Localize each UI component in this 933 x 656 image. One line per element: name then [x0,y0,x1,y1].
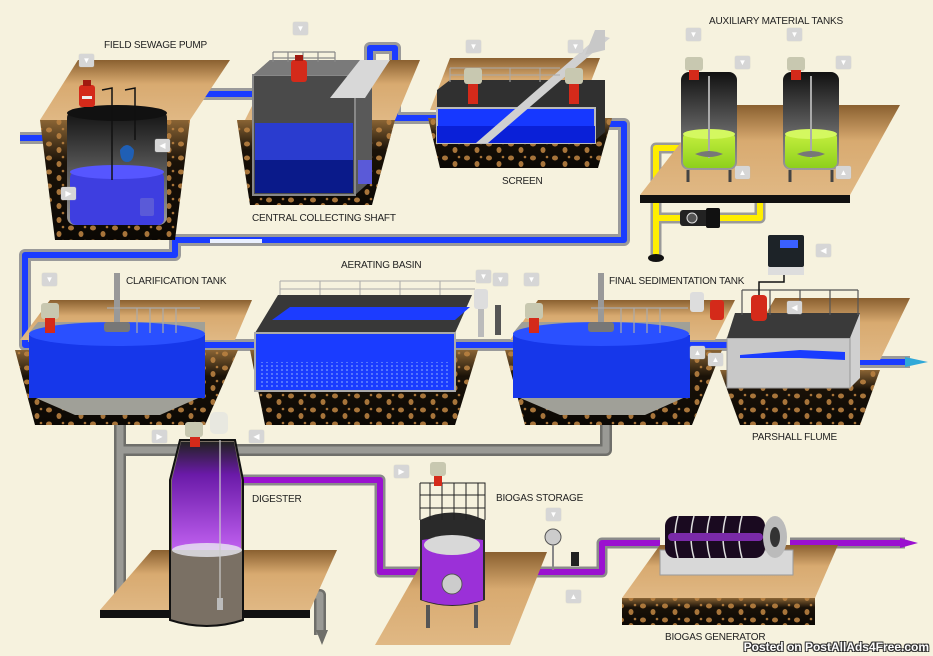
pressure-gauge-down-button[interactable]: ▼ [546,508,561,521]
label-digester: DIGESTER [252,494,302,505]
field-sewage-pump [40,60,230,240]
screen-unit [428,30,612,168]
auxiliary-tank-1 [681,57,737,182]
aux-tank-1-side-down-button[interactable]: ▼ [735,56,750,69]
sedimentation-outlet-up-button-2[interactable]: ▲ [708,353,723,366]
digester-sensor-left-button[interactable]: ◀ [249,430,264,443]
biogas-storage [375,462,579,645]
label-auxiliary-material-tanks: AUXILIARY MATERIAL TANKS [709,16,843,27]
label-central-collecting-shaft: CENTRAL COLLECTING SHAFT [252,213,396,224]
label-screen: SCREEN [502,176,543,187]
biogas-generator [622,515,838,625]
aux-tank-1-down-button[interactable]: ▼ [686,28,701,41]
field-pump-pipe-left-button[interactable]: ◀ [155,139,170,152]
dosing-valve [680,208,720,228]
label-field-sewage-pump: FIELD SEWAGE PUMP [104,40,207,51]
final-sedimentation-tank [505,273,735,425]
sedimentation-outlet-up-button-1[interactable]: ▲ [690,346,705,359]
controller-left-button[interactable]: ◀ [816,244,831,257]
parshall-flume [720,235,910,425]
label-parshall-flume: PARSHALL FLUME [752,432,838,443]
label-biogas-generator: BIOGAS GENERATOR [665,632,766,643]
aux-tank-2-up-button[interactable]: ▲ [836,166,851,179]
auxiliary-tank-2 [783,57,839,182]
watermark: Posted on PostAllAds4Free.com [743,640,929,654]
level-sensor [79,80,95,107]
digester-sensor-right-button[interactable]: ▶ [152,430,167,443]
aerating-sensor-1-down-button[interactable]: ▼ [476,270,491,283]
label-clarification-tank: CLARIFICATION TANK [126,276,227,287]
digester [100,412,337,627]
auxiliary-material-tanks [640,57,900,203]
collecting-shaft-down-button[interactable]: ▼ [293,22,308,35]
clarification-tank [15,273,252,425]
clarification-sensor-down-button[interactable]: ▼ [42,273,57,286]
flow-switch-up-button[interactable]: ▲ [566,590,581,603]
aerating-basin [250,280,501,425]
field-pump-sensor-down-button[interactable]: ▼ [79,54,94,67]
biogas-storage-right-button[interactable]: ▶ [394,465,409,478]
flume-sensor-left-button[interactable]: ◀ [787,301,802,314]
central-collecting-shaft [237,51,420,205]
water-outlet-tip [905,357,928,367]
aux-tank-2-side-down-button[interactable]: ▼ [836,56,851,69]
biogas-pipe-network [240,474,918,578]
screen-sensor-down-button[interactable]: ▼ [466,40,481,53]
aerating-sensor-2-down-button[interactable]: ▼ [493,273,508,286]
label-biogas-storage: BIOGAS STORAGE [496,493,584,504]
label-final-sedimentation-tank: FINAL SEDIMENTATION TANK [609,276,745,287]
label-aerating-basin: AERATING BASIN [341,260,422,271]
sedimentation-sensor-down-button[interactable]: ▼ [524,273,539,286]
screen-rake-down-button[interactable]: ▼ [568,40,583,53]
aux-tank-2-down-button[interactable]: ▼ [787,28,802,41]
aux-tank-1-up-button[interactable]: ▲ [735,166,750,179]
field-pump-right-button[interactable]: ▶ [61,187,76,200]
